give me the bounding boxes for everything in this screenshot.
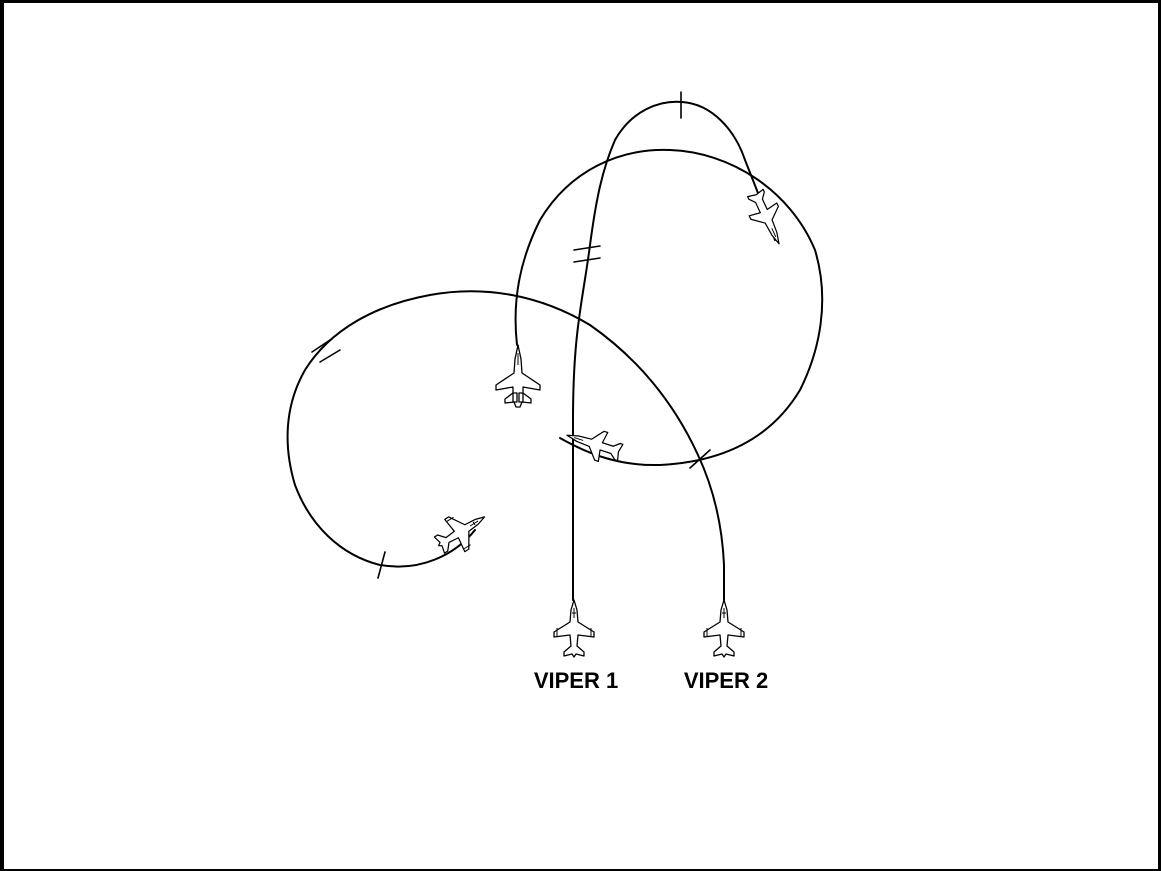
time-tick-left-b (319, 349, 341, 363)
bandit-top-jet-icon (740, 185, 794, 251)
time-tick-left-a (311, 339, 331, 353)
viper1-label: VIPER 1 (534, 668, 618, 693)
time-tick-right-cross (689, 449, 711, 469)
viper2-label: VIPER 2 (684, 668, 768, 693)
time-tick-viper1-b (573, 257, 601, 263)
viper1-jet-icon (553, 599, 595, 658)
time-tick-viper1-a (573, 245, 601, 251)
right-turn-circle (514, 148, 824, 467)
viper2-flight-path (286, 290, 725, 601)
viper2-turning-jet-icon (427, 500, 496, 563)
viper1-flight-path (572, 100, 776, 601)
viper2-jet-icon (703, 599, 745, 658)
mig-fighter-jet-icon (495, 344, 541, 408)
time-tick-bottom-left (377, 551, 386, 579)
